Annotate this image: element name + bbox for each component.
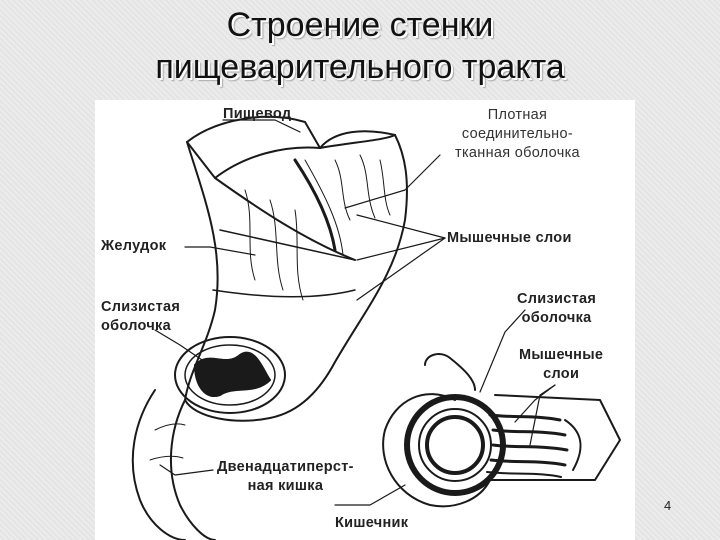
label-connective-line-2: соединительно- [461,126,573,142]
label-duodenum: Двенадцатиперст- ная кишка [217,458,354,496]
esophagus-outline [186,115,321,179]
digestive-wall-diagram: Пищевод Плотная соединительно- тканная о… [95,100,635,540]
label-duodenum-line-2: ная кишка [247,478,324,494]
label-muscle-right-line-2: слои [543,366,580,382]
label-mucosa-right-line-2: оболочка [521,310,592,326]
intestine-outline [424,353,476,391]
label-muscle-layers: Мышечные слои [447,230,572,246]
page-number: 4 [664,498,672,513]
label-mucosa-right-line-1: Слизистая [517,291,597,307]
duodenum-outline [131,389,186,540]
intestine-cross-section [404,394,506,496]
stomach-outline [184,130,408,422]
label-intestine: Кишечник [335,515,409,531]
label-mucosa-left-line-1: Слизистая [101,299,181,315]
label-mucosa-left: Слизистая оболочка [101,298,180,336]
label-connective-line-1: Плотная [487,107,548,123]
label-connective-line-3: тканная оболочка [455,145,580,161]
label-mucosa-right: Слизистая оболочка [517,290,596,328]
stomach-cross-section [174,336,286,414]
title-line-1: Строение стенки [226,6,494,44]
label-muscle-right: Мышечные слои [519,346,603,384]
label-connective-tissue: Плотная соединительно- тканная оболочка [455,106,580,163]
label-stomach: Желудок [101,238,167,254]
label-esophagus: Пищевод [223,106,292,122]
slide-title: Строение стенки пищеварительного тракта [0,4,720,88]
label-muscle-right-line-1: Мышечные [519,347,604,363]
diagram-drawing [131,115,621,540]
label-duodenum-line-1: Двенадцатиперст- [217,459,354,475]
title-line-2: пищеварительного тракта [155,48,565,86]
label-mucosa-left-line-2: оболочка [101,318,171,334]
